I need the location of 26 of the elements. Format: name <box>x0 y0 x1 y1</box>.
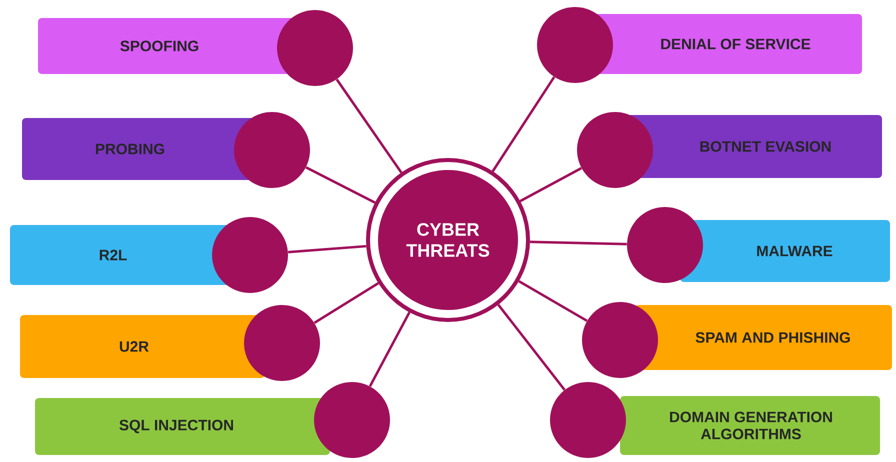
category-bar: SPAM AND PHISHING <box>635 305 892 370</box>
spoke-line <box>336 78 402 174</box>
connector-circle <box>244 305 320 381</box>
connector-circle <box>537 7 613 83</box>
category-bar: SQL INJECTION <box>35 398 330 455</box>
spoke-line <box>530 240 627 246</box>
connector-circle <box>212 217 288 293</box>
category-bar: DENIAL OF SERVICE <box>590 14 862 74</box>
category-bar: MALWARE <box>680 220 890 282</box>
connector-circle <box>627 207 703 283</box>
spoke-line <box>520 167 582 202</box>
spoke-line <box>518 280 588 322</box>
connector-circle <box>277 10 353 86</box>
connector-circle <box>577 112 653 188</box>
category-bar: DOMAIN GENERATION ALGORITHMS <box>620 396 880 455</box>
connector-circle <box>550 382 626 458</box>
spoke-line <box>314 282 379 324</box>
spoke-line <box>497 304 566 391</box>
spoke-line <box>492 76 556 172</box>
connector-circle <box>234 112 310 188</box>
spoke-line <box>368 312 411 387</box>
connector-circle <box>314 382 390 458</box>
connector-circle <box>582 302 658 378</box>
spoke-line <box>305 166 376 204</box>
spoke-line <box>288 244 366 254</box>
category-bar: U2R <box>20 315 265 378</box>
